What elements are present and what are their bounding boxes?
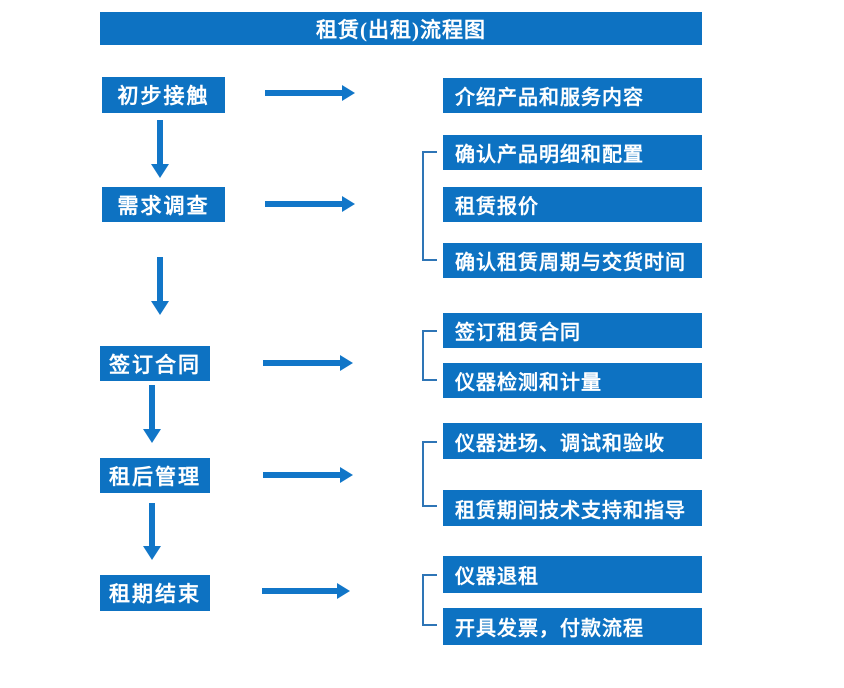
detail-invoice-payment: 开具发票，付款流程	[443, 608, 702, 645]
detail-instrument-setup-acceptance: 仪器进场、调试和验收	[443, 423, 702, 459]
step-post-rental-management: 租后管理	[100, 458, 210, 493]
right-arrow-icon	[263, 355, 353, 371]
detail-sign-rental-contract: 签订租赁合同	[443, 313, 702, 348]
step-initial-contact: 初步接触	[102, 77, 225, 113]
detail-technical-support: 租赁期间技术支持和指导	[443, 490, 702, 526]
down-arrow-icon	[151, 120, 169, 178]
group-bracket	[422, 574, 437, 626]
step-sign-contract: 签订合同	[100, 346, 210, 381]
group-bracket	[422, 330, 437, 381]
down-arrow-icon	[143, 503, 161, 560]
right-arrow-icon	[265, 196, 355, 212]
group-bracket	[422, 151, 437, 261]
down-arrow-icon	[151, 257, 169, 315]
detail-confirm-product-config: 确认产品明细和配置	[443, 135, 702, 170]
detail-rental-quote: 租赁报价	[443, 187, 702, 222]
detail-confirm-period-delivery: 确认租赁周期与交货时间	[443, 243, 702, 278]
down-arrow-icon	[143, 385, 161, 443]
group-bracket	[422, 441, 437, 507]
flowchart-title: 租赁(出租)流程图	[100, 12, 702, 45]
step-requirements-survey: 需求调查	[102, 187, 225, 222]
detail-introduce-products-services: 介绍产品和服务内容	[443, 78, 702, 113]
right-arrow-icon	[263, 467, 353, 483]
right-arrow-icon	[262, 583, 350, 599]
detail-instrument-testing: 仪器检测和计量	[443, 363, 702, 398]
step-rental-end: 租期结束	[100, 575, 210, 611]
detail-instrument-return: 仪器退租	[443, 556, 702, 593]
right-arrow-icon	[265, 85, 355, 101]
